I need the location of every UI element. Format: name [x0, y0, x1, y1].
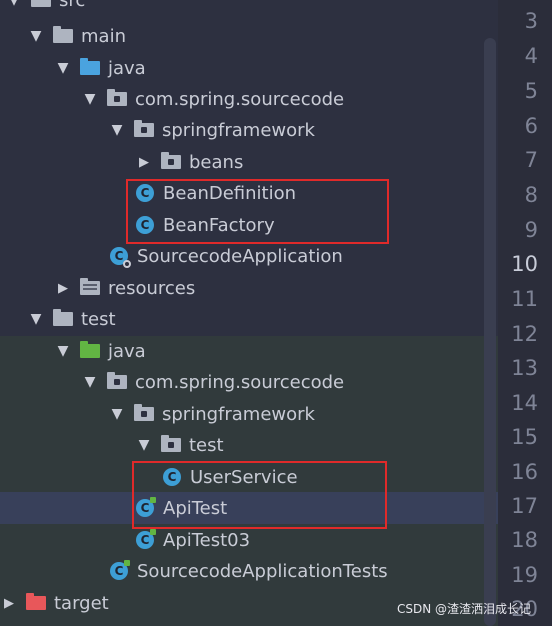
line-number: 19 [511, 563, 538, 587]
tree-item-label: java [108, 57, 146, 79]
test-scope-background [0, 336, 498, 626]
chevron-down-icon[interactable]: ▼ [57, 343, 69, 359]
tree-item-label: beans [189, 151, 244, 173]
package-icon [134, 404, 154, 421]
line-number: 9 [524, 218, 538, 242]
class-icon: C [136, 184, 154, 202]
line-number: 15 [511, 425, 538, 449]
chevron-right-icon[interactable]: ▶ [58, 280, 68, 296]
line-number: 6 [524, 114, 538, 138]
line-number: 13 [511, 356, 538, 380]
chevron-down-icon[interactable]: ▼ [30, 28, 42, 44]
class-icon: C [136, 216, 154, 234]
chevron-right-icon[interactable]: ▶ [4, 595, 14, 611]
line-number: 10 [511, 252, 538, 276]
tree-item-userservice[interactable]: C UserService [0, 461, 498, 493]
tree-item-apitest[interactable]: C ApiTest [0, 492, 498, 524]
tree-item-beanfactory[interactable]: C BeanFactory [0, 209, 498, 241]
tree-item-sourcecodeapplicationtests[interactable]: C SourcecodeApplicationTests [0, 555, 498, 587]
tree-item-label: src [59, 0, 86, 11]
resources-folder-icon [80, 278, 100, 295]
test-class-icon: C [110, 560, 130, 580]
chevron-down-icon[interactable]: ▼ [8, 0, 20, 8]
tree-item-label: springframework [162, 403, 315, 425]
line-number: 7 [524, 148, 538, 172]
line-number: 3 [524, 9, 538, 33]
package-icon [161, 152, 181, 169]
class-icon: C [163, 468, 181, 486]
tree-item-src[interactable]: ▼ src [0, 0, 498, 16]
package-icon [134, 120, 154, 137]
tree-item-label: test [189, 434, 224, 456]
package-icon [161, 435, 181, 452]
tree-item-label: ApiTest03 [163, 529, 251, 551]
folder-icon [53, 26, 73, 43]
line-number: 12 [511, 322, 538, 346]
tree-item-label: BeanFactory [163, 214, 275, 236]
spring-boot-class-icon: C [110, 247, 131, 268]
tree-item-beans[interactable]: ▶ beans [0, 146, 498, 178]
tree-item-label: target [54, 592, 109, 614]
chevron-down-icon[interactable]: ▼ [57, 60, 69, 76]
tree-item-label: SourcecodeApplicationTests [137, 560, 388, 582]
tree-item-label: UserService [190, 466, 298, 488]
tree-item-package-main[interactable]: ▼ com.spring.sourcecode [0, 83, 498, 115]
tree-item-main[interactable]: ▼ main [0, 20, 498, 52]
tree-item-label: resources [108, 277, 196, 299]
tree-item-label: com.spring.sourcecode [135, 371, 345, 393]
line-number: 11 [511, 287, 538, 311]
line-number: 18 [511, 528, 538, 552]
chevron-down-icon[interactable]: ▼ [111, 406, 123, 422]
highlight-box-bean-classes [126, 179, 389, 244]
chevron-down-icon[interactable]: ▼ [30, 311, 42, 327]
line-number: 17 [511, 494, 538, 518]
tree-item-apitest03[interactable]: C ApiTest03 [0, 524, 498, 556]
tree-item-label: springframework [162, 119, 315, 141]
tree-item-label: BeanDefinition [163, 182, 297, 204]
tree-item-springframework-main[interactable]: ▼ springframework [0, 114, 498, 146]
tree-item-label: ApiTest [163, 497, 228, 519]
project-tree[interactable]: ▼ src ▼ main ▼ java ▼ com.spring.sourcecode ▼ spr… [0, 0, 498, 626]
highlight-box-test-classes [132, 461, 387, 529]
source-folder-icon [80, 58, 100, 75]
test-source-folder-icon [80, 341, 100, 358]
tree-item-label: java [108, 340, 146, 362]
line-number-gutter: 3 4 5 6 7 8 9 10 11 12 13 14 15 16 17 18 19 20 [498, 0, 552, 626]
tree-item-label: com.spring.sourcecode [135, 88, 345, 110]
chevron-down-icon[interactable]: ▼ [84, 374, 96, 390]
tree-item-target[interactable]: ▶ target [0, 587, 498, 619]
chevron-down-icon[interactable]: ▼ [138, 437, 150, 453]
watermark-text: CSDN @渣渣洒泪成长记 [397, 602, 532, 616]
tree-scrollbar[interactable] [484, 38, 496, 626]
line-number: 8 [524, 183, 538, 207]
tree-item-label: test [81, 308, 116, 330]
tree-item-beandefinition[interactable]: C BeanDefinition [0, 177, 498, 209]
tree-item-label: SourcecodeApplication [137, 245, 343, 267]
line-number: 5 [524, 79, 538, 103]
test-class-icon: C [136, 529, 156, 549]
chevron-down-icon[interactable]: ▼ [111, 122, 123, 138]
tree-item-test-package[interactable]: ▼ test [0, 429, 498, 461]
tree-item-springframework-test[interactable]: ▼ springframework [0, 398, 498, 430]
tree-item-java-main[interactable]: ▼ java [0, 52, 498, 84]
tree-item-sourcecodeapplication[interactable]: C SourcecodeApplication [0, 240, 498, 272]
folder-icon [31, 0, 51, 7]
folder-icon [53, 309, 73, 326]
line-number: 16 [511, 460, 538, 484]
tree-item-resources[interactable]: ▶ resources [0, 272, 498, 304]
tree-item-package-test[interactable]: ▼ com.spring.sourcecode [0, 366, 498, 398]
line-number: 14 [511, 391, 538, 415]
test-class-icon: C [136, 497, 156, 517]
chevron-right-icon[interactable]: ▶ [139, 154, 149, 170]
tree-item-java-test[interactable]: ▼ java [0, 335, 498, 367]
package-icon [107, 89, 127, 106]
line-number: 20 [511, 597, 538, 621]
chevron-down-icon[interactable]: ▼ [84, 91, 96, 107]
tree-item-label: main [81, 25, 126, 47]
line-number: 4 [524, 44, 538, 68]
package-icon [107, 372, 127, 389]
tree-item-test[interactable]: ▼ test [0, 303, 498, 335]
excluded-folder-icon [26, 593, 46, 610]
